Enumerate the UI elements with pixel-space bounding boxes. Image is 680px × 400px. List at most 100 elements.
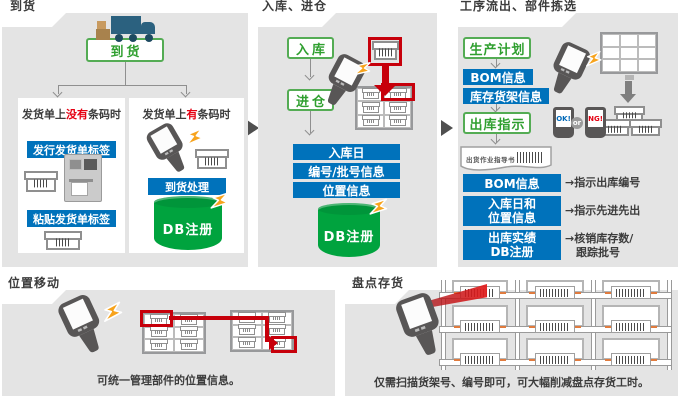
rack-post [515,280,520,370]
panel-arrival: 到货 发货单上没有条码时 发行发货单标签 粘贴发货单标签 发货单上有条码时 [2,13,248,267]
lightning-icon [210,192,229,209]
shelf-cell [144,339,174,352]
result-row-note: 跟踪批号 [576,246,620,259]
lightning-icon [586,50,602,67]
handheld-scanner-icon [146,123,185,172]
result-row-note: →核销库存数/ [565,232,634,245]
handheld-scanner-icon [58,295,100,353]
result-row-note: →指示出库编号 [565,176,641,189]
shelf-cell [620,46,638,60]
barcode-icon [540,288,570,297]
gray-arrow-icon [620,94,636,103]
panel-relocation: 可统一管理部件的位置信息。 [2,290,335,396]
barcode-icon [616,355,646,364]
panel-notch [2,13,66,27]
package-icon [614,106,645,121]
panel-title-stocktaking: 盘点存货 [352,276,405,290]
panel-notch [258,13,336,27]
parts-box-icon [150,339,168,350]
ng-result-label: NG! [588,110,603,127]
barcode-label-icon [529,286,581,299]
parts-box-icon [180,326,198,338]
branch-heading: 发货单上有条码时 [142,108,231,121]
shelf-cell [357,101,384,115]
info-tag: 编号/批号信息 [293,163,400,179]
flow-arrow-icon [247,120,259,136]
package-icon [372,41,399,60]
package-icon [44,231,82,250]
shelf-cell [174,326,204,340]
connector-line [58,85,187,86]
barcode-icon [616,288,646,297]
parts-box-icon [268,311,286,323]
truck-wheel [145,34,153,42]
production-plan-label: 生产计划 [469,42,526,58]
barcode-label-icon [454,353,506,366]
shelf-cell [638,46,656,60]
parts-box-icon [238,324,256,336]
stock-rack-icon [600,32,658,74]
truck-icon [96,14,162,42]
work-instruction-slip: 出货作业指导书 [460,146,552,172]
parts-box-icon [238,337,256,348]
truck-wheel [115,34,123,42]
barcode-icon [540,355,570,364]
shelf-cell [620,34,638,47]
barcode-icon [616,322,646,331]
lightning-icon [369,198,388,215]
parts-box-icon [268,324,286,336]
bom-info-tag: BOM信息 [463,69,533,85]
panel-notch [345,290,409,304]
gray-arrow-icon [625,81,632,94]
panel-notch [2,290,66,304]
down-arrowhead-icon [490,134,501,145]
package-icon [195,149,229,169]
connector-line [496,104,497,111]
connector-line [310,59,311,77]
handheld-scanner-icon [553,42,591,94]
result-row-tag: 入库日和位置信息 [463,196,561,226]
parts-box-icon [361,114,380,126]
connector-line [186,85,187,94]
result-row-note: →指示先进先出 [565,204,641,217]
db-register-label: DB注册 [323,230,375,245]
barcode-label-icon [454,320,506,333]
shelf-cell [144,326,174,340]
relocation-caption: 可统一管理部件的位置信息。 [97,374,240,387]
connector-line [125,62,126,85]
shelf-cell [357,114,384,128]
down-arrowhead-icon [180,87,191,98]
result-row-tag: BOM信息 [463,174,561,192]
slip-text: 出货作业指导书 [466,156,515,164]
rack-post [667,280,672,370]
stocktaking-caption: 仅需扫描货架号、编号即可，可大幅削减盘点存货工时。 [374,376,649,389]
flow-arrow-icon [441,120,453,136]
arrival-node-label: 到货 [110,44,143,60]
package-icon [629,119,662,136]
or-label: or [571,117,583,129]
highlight-frame [271,336,297,353]
rack-post [591,280,596,370]
info-tag: 入库日 [293,144,400,160]
truck-wheel [129,34,137,42]
stock-shelf-info-tag: 库存货架信息 [463,88,549,104]
barcode-icon [465,322,495,331]
barcode-label-icon [529,353,581,366]
parts-box-icon [150,326,168,338]
panel-title-arrival: 到货 [10,0,37,13]
panel-notch [458,13,576,27]
panel-title-process: 工序流出、部件拣选 [460,0,578,13]
shelf-cell [384,114,411,128]
parts-box-icon [388,101,407,113]
inbound-node: 入库 [287,37,334,59]
lightning-icon [353,62,371,76]
highlight-frame [368,37,402,66]
parts-box-icon [361,101,380,113]
no-barcode-branch: 发货单上没有条码时 发行发货单标签 粘贴发货单标签 [18,98,125,253]
arrival-node: 到货 [86,38,164,62]
lightning-icon [104,301,123,323]
barcode-icon [517,152,543,163]
barcode-label-icon [605,320,657,333]
shelf-cell [638,34,656,47]
